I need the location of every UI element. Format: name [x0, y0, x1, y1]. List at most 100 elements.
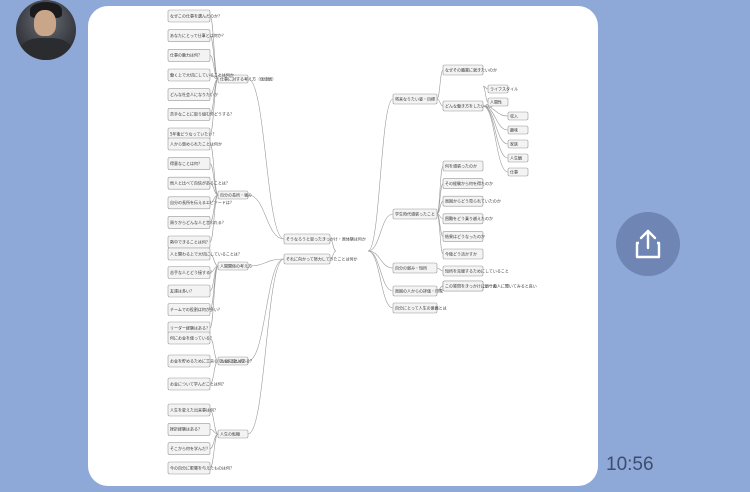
- mindmap-node-label: 何にお金を使っている？: [170, 334, 214, 340]
- mindmap-leaf-node: 仕事の魅力は何？: [167, 49, 211, 62]
- mindmap-leaf-node: お金について学んだことは何？: [167, 377, 226, 391]
- mindmap-node-label: 人から褒められたことは何か: [170, 140, 222, 146]
- mindmap-connector: [209, 253, 219, 267]
- mindmap-node-label: 仕事の魅力は何？: [170, 52, 202, 58]
- mindmap-node-label: どんな働き方をしたいのか: [445, 102, 493, 108]
- mindmap-sub-node: 仕事: [507, 167, 529, 177]
- avatar[interactable]: [16, 0, 76, 60]
- mindmap-hub-node: それに向かって努力してきたことは何か: [283, 253, 358, 265]
- mindmap-leaf-node: 得意なことは何？: [167, 157, 211, 170]
- mindmap-node-label: 今後どう活かすか: [445, 250, 477, 256]
- mindmap-node-label: 結果はどうなったのか: [445, 233, 485, 239]
- mindmap-leaf-node: 何を頑張ったのか: [442, 160, 484, 172]
- mindmap-group-node: 自分の長所・強み: [217, 190, 252, 200]
- mindmap-connector: [247, 258, 285, 267]
- message-timestamp: 10:56: [606, 454, 654, 475]
- mindmap-node-label: 挫折経験はある？: [170, 426, 202, 432]
- mindmap-node-label: 今の自分に影響を与えたものは何？: [170, 464, 234, 470]
- mindmap-connector: [209, 182, 219, 196]
- mindmap-leaf-node: 人と関わる上で大切にしていることは？: [167, 247, 242, 261]
- mindmap-connector: [436, 267, 444, 272]
- mindmap-connector: [482, 85, 489, 103]
- mindmap-node-label: お金の使い方: [220, 357, 244, 363]
- mindmap-connector: [209, 143, 219, 196]
- mindmap-connector: [209, 194, 219, 204]
- mindmap-connector: [329, 238, 337, 252]
- mindmap-leaf-node: なぜその職業に就きたいのか: [442, 64, 497, 76]
- mindmap-connector: [247, 258, 285, 362]
- mindmap-leaf-node: 友達は多い？: [167, 284, 211, 298]
- mindmap-leaf-node: 人から褒められたことは何か: [167, 137, 222, 151]
- mindmap-sub-node: 人間性: [487, 97, 509, 107]
- mindmap-node-label: 何を頑張ったのか: [445, 162, 477, 168]
- mindmap-connector: [209, 74, 219, 80]
- mindmap-sub-node: 収入: [507, 111, 529, 121]
- mindmap-node-label: 周りからどんな人と言われる？: [170, 219, 226, 225]
- mindmap-group-node: 人間関係の考え方: [217, 261, 252, 271]
- mindmap-node-label: 苦手な人とどう接する？: [170, 269, 214, 275]
- mindmap-connector: [209, 265, 219, 273]
- mindmap-node-label: 家族: [510, 140, 518, 146]
- mindmap-node-label: なぜその職業に就きたいのか: [445, 66, 497, 72]
- image-message-bubble[interactable]: そうなろうと思ったきっかけ・原体験は何かそれに向かって努力してきたことは何か 仕事…: [88, 6, 598, 486]
- mindmap-connector: [482, 105, 509, 131]
- share-icon: [635, 229, 661, 259]
- mindmap-node-label: 自分の弱み・短所: [395, 264, 427, 270]
- mindmap-node-label: 自分にとって人生の意義とは: [395, 304, 447, 310]
- mindmap-connector: [367, 250, 394, 269]
- mindmap-node-label: 人生を変えた出来事は何？: [170, 406, 218, 412]
- mindmap-node-label: 仕事に対する考え方（価値観）: [220, 75, 276, 81]
- mindmap-connector: [209, 337, 219, 362]
- avatar-face: [34, 10, 56, 36]
- mindmap-connector: [209, 265, 219, 329]
- mindmap-node-label: 収入: [510, 112, 518, 118]
- mindmap-leaf-node: 苦手な人とどう接する？: [167, 266, 214, 279]
- mindmap-leaf-node: 挫折経験はある？: [167, 423, 211, 436]
- mindmap-node-label: それに向かって努力してきたことは何か: [286, 255, 358, 261]
- mindmap-group-node: 周囲の人からの評価・印象: [392, 285, 443, 297]
- mindmap-connector: [436, 200, 444, 215]
- mindmap-leaf-node: 結果はどうなったのか: [442, 231, 485, 242]
- mindmap-connector: [329, 250, 337, 260]
- mindmap-connector: [436, 165, 444, 215]
- mindmap-connector: [209, 194, 219, 243]
- mindmap-node-label: 人と関わる上で大切にしていることは？: [170, 250, 242, 256]
- mindmap-connector: [436, 69, 444, 100]
- mindmap-group-node: 人生の転機: [217, 429, 249, 439]
- mindmap-node-label: 熱中できることは何？: [170, 238, 210, 244]
- mindmap-node-label: そうなろうと思ったきっかけ・原体験は何か: [286, 235, 366, 241]
- mindmap-node-label: その経験から何を得たのか: [445, 180, 493, 186]
- mindmap-connector: [367, 98, 394, 252]
- mindmap-sub-node: ライフスタイル: [487, 84, 518, 94]
- mindmap-node-label: 得意なことは何？: [170, 160, 202, 166]
- mindmap-leaf-node: 周りからどんな人と言われる？: [167, 216, 226, 229]
- mindmap-node-label: 人間関係の考え方: [220, 262, 252, 268]
- mindmap-leaf-node: 困難をどう乗り越えたのか: [442, 213, 493, 225]
- mindmap-leaf-node: そこから何を学んだ？: [167, 442, 211, 455]
- mindmap-node-label: 学生時代頑張ったこと: [395, 210, 435, 216]
- mindmap-node-label: 人生観: [510, 154, 522, 160]
- mindmap-connector: [436, 213, 444, 255]
- mindmap-node-label: 他人と比べて自信があることは？: [170, 180, 230, 186]
- mindmap-node-label: 自分の長所・強み: [220, 191, 252, 197]
- mindmap-node-label: 趣味: [510, 126, 518, 132]
- share-button[interactable]: [616, 212, 680, 276]
- mindmap-node-label: 働く上で大切にしていることは何か: [170, 71, 234, 77]
- mindmap-group-node: 将来なりたい姿・目標: [392, 93, 438, 105]
- avatar-body: [20, 38, 72, 60]
- mindmap-leaf-node: 短所を克服するためにしていること: [442, 265, 509, 277]
- mindmap-connector: [436, 98, 444, 107]
- mindmap-leaf-node: この質問をきっかけに周りの人に聞いてみると良い: [442, 280, 537, 292]
- mindmap-connector: [247, 194, 285, 240]
- mindmap-connector: [209, 429, 219, 435]
- mindmap-leaf-node: チームでの役割は何が多い？: [167, 303, 222, 316]
- mindmap-node-label: 周囲の人からの評価・印象: [395, 287, 443, 293]
- mindmap-connector: [482, 105, 509, 159]
- mindmap-node-label: 周囲からどう見られていたのか: [445, 198, 501, 204]
- mindmap-connector: [209, 433, 219, 469]
- mindmap-node-label: 人生の転機: [220, 430, 240, 436]
- mindmap-group-node: 学生時代頑張ったこと: [392, 208, 438, 220]
- mindmap-node-label: 困難をどう乗り越えたのか: [445, 215, 493, 221]
- mindmap-connector: [209, 15, 219, 80]
